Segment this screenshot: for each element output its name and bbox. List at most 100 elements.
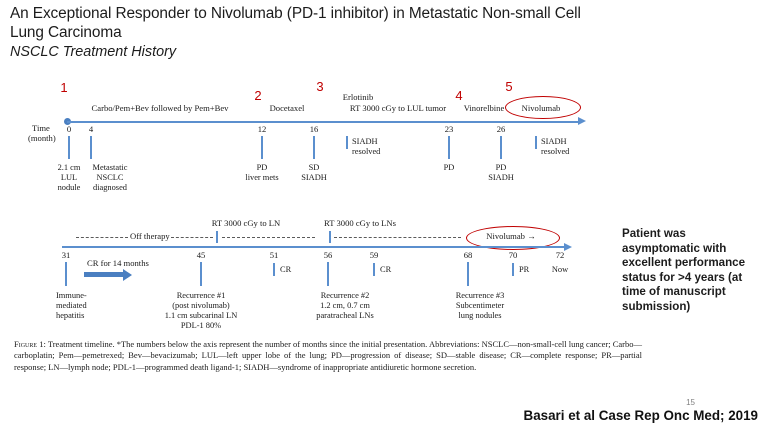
event2-desc-3-line-3: paratracheal LNs [316, 311, 374, 320]
figure-caption-text: Treatment timeline. *The numbers below t… [14, 339, 643, 372]
treatment-label-1: Carbo/Pem+Bev followed by Pem+Bev [91, 103, 229, 113]
event-desc-3-line-1: SD [308, 163, 320, 172]
event2-inline-label-72: Now [551, 265, 569, 274]
treatment-label-2: Docetaxel [269, 103, 305, 113]
event-tick-month-59 [373, 263, 375, 276]
month-label-45: 45 [196, 250, 206, 260]
event-tick-month-16 [313, 136, 315, 159]
event-tick-month-0 [68, 136, 70, 159]
event-tick-siadh-resolved-2 [535, 136, 537, 149]
nivolumab-highlight-ellipse-row1 [505, 96, 581, 119]
event2-desc-5-line-3: lung nodules [458, 311, 502, 320]
event2-inline-label-51: CR [280, 265, 292, 274]
event-desc-1-line-3: diagnosed [93, 183, 127, 192]
month-label-70: 70 [508, 250, 518, 260]
rt-marker-tick-2 [329, 231, 331, 243]
treatment-number-4: 4 [455, 88, 463, 103]
event2-desc-3-line-2: 1.2 cm, 0.7 cm [320, 301, 370, 310]
event-desc-0-line-1: 2.1 cm [57, 163, 81, 172]
off-therapy-dash-right [171, 237, 213, 238]
cr-duration-label: CR for 14 months [87, 258, 149, 268]
event-tick-siadh-resolved-1 [346, 136, 348, 149]
timeline-axis-row2 [62, 246, 566, 248]
event2-inline-label-59: CR [380, 265, 392, 274]
event-desc-0-line-3: nodule [57, 183, 81, 192]
rt-annotation-1: RT 3000 cGy to LN [211, 218, 281, 228]
off-therapy-dash-mid [222, 237, 315, 238]
axis-arrowhead-row1 [578, 117, 586, 125]
event-tick-month-31 [65, 262, 67, 286]
event-desc-3-line-2: SIADH [301, 173, 327, 182]
month-label-51: 51 [269, 250, 279, 260]
event2-desc-5-line-1: Recurrence #3 [455, 291, 505, 300]
month-label-31: 31 [61, 250, 71, 260]
axis-arrowhead-row2 [564, 243, 572, 251]
event-tick-month-23 [448, 136, 450, 159]
month-label-16: 16 [309, 124, 319, 134]
event-desc-7-line-1: SIADH [541, 137, 567, 146]
event-desc-0-line-2: LUL [60, 173, 78, 182]
timeline-axis-row1 [67, 120, 580, 123]
event-desc-2-line-1: PD [256, 163, 268, 172]
treatment-number-5: 5 [505, 79, 513, 94]
treatment-label-3-radiation: RT 3000 cGy to LUL tumor [349, 103, 447, 113]
event2-desc-0-line-2: mediated [56, 301, 87, 310]
event-tick-month-45 [200, 262, 202, 286]
event-desc-1-line-1: Metastatic [92, 163, 128, 172]
event-tick-month-26 [500, 136, 502, 159]
month-label-4: 4 [88, 124, 94, 134]
event2-desc-5-line-2: Subcentimeter [455, 301, 505, 310]
month-label-72: 72 [555, 250, 565, 260]
event-desc-6-line-2: SIADH [488, 173, 514, 182]
page-subtitle: NSCLC Treatment History [10, 44, 177, 60]
month-label-59: 59 [369, 250, 379, 260]
treatment-label-3-drug: Erlotinib [342, 92, 374, 102]
event2-desc-0-line-1: Immune- [56, 291, 87, 300]
title-block: An Exceptional Responder to Nivolumab (P… [10, 4, 710, 62]
month-label-56: 56 [323, 250, 333, 260]
cr-duration-arrow-head [123, 268, 132, 281]
month-label-0: 0 [66, 124, 72, 134]
event-desc-5-line-1: PD [443, 163, 455, 172]
figure-caption: Figure 1: Treatment timeline. *The numbe… [14, 339, 642, 373]
event-tick-month-70 [512, 263, 514, 276]
month-label-12: 12 [257, 124, 267, 134]
off-therapy-dash-left [76, 237, 128, 238]
treatment-number-3: 3 [316, 79, 324, 94]
event2-inline-label-70: PR [519, 265, 530, 274]
rt-marker-tick-1 [216, 231, 218, 243]
event-desc-1-line-2: NSCLC [96, 173, 124, 182]
event-tick-month-68 [467, 262, 469, 286]
event-desc-4-line-1: SIADH [352, 137, 378, 146]
page-title-line-2: Lung Carcinoma [10, 24, 122, 41]
treatment-label-4: Vinorelbine [463, 103, 505, 113]
event2-desc-1-line-3: 1.1 cm subcarinal LN [164, 311, 238, 320]
event-desc-4-line-2: resolved [352, 147, 381, 156]
event2-desc-1-line-4: PDL-1 80% [180, 321, 222, 330]
event-desc-2-line-2: liver mets [245, 173, 279, 182]
off-therapy-dash-far [334, 237, 461, 238]
event-tick-month-51 [273, 263, 275, 276]
axis-label-line-1: Time [32, 123, 50, 133]
event2-desc-3-line-1: Recurrence #2 [320, 291, 370, 300]
event2-desc-1-line-2: (post nivolumab) [172, 301, 230, 310]
event-tick-month-12 [261, 136, 263, 159]
figure-caption-label: Figure 1: [14, 339, 46, 349]
event2-desc-0-line-3: hepatitis [56, 311, 85, 320]
event-desc-7-line-2: resolved [541, 147, 570, 156]
month-label-26: 26 [496, 124, 506, 134]
month-label-23: 23 [444, 124, 454, 134]
nivolumab-highlight-ellipse-row2 [466, 226, 560, 250]
footer-citation: Basari et al Case Rep Onc Med; 2019 [523, 408, 758, 423]
event-tick-month-4 [90, 136, 92, 159]
slide-number: 15 [686, 398, 695, 407]
event-tick-month-56 [327, 262, 329, 286]
event-desc-6-line-1: PD [495, 163, 507, 172]
off-therapy-label: Off therapy [130, 231, 170, 241]
patient-status-note: Patient was asymptomatic with excellent … [622, 227, 746, 313]
treatment-number-1: 1 [60, 80, 68, 95]
rt-annotation-2: RT 3000 cGy to LNs [324, 218, 396, 228]
event2-desc-1-line-1: Recurrence #1 [176, 291, 226, 300]
axis-label-line-2: (month) [28, 133, 56, 143]
